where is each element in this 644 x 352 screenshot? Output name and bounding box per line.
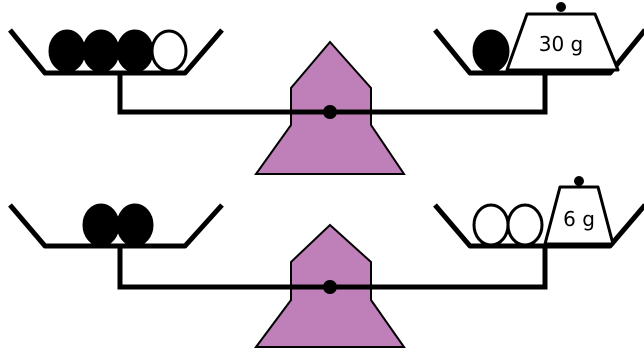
white-ball: [474, 205, 508, 245]
balance-scale-2: 6 g: [10, 176, 644, 347]
weight-handle: [574, 176, 584, 186]
white-ball: [508, 205, 542, 245]
right-pan-balls: [474, 31, 508, 71]
weight-handle: [556, 2, 566, 12]
black-ball: [118, 205, 152, 245]
right-pan-balls: [474, 205, 542, 245]
black-ball: [118, 31, 152, 71]
weight-label: 30 g: [539, 32, 584, 56]
black-ball: [474, 31, 508, 71]
weight-30g: 30 g: [507, 2, 618, 70]
pivot-pin: [323, 105, 337, 119]
weight-label: 6 g: [563, 207, 595, 231]
pivot-pin: [323, 280, 337, 294]
black-ball: [84, 31, 118, 71]
white-ball: [152, 31, 186, 71]
left-pan-balls: [84, 205, 152, 245]
black-ball: [84, 205, 118, 245]
black-ball: [50, 31, 84, 71]
left-pan-balls: [50, 31, 186, 71]
balance-scale-1: 30 g: [10, 2, 644, 174]
weight-6g: 6 g: [545, 176, 613, 244]
